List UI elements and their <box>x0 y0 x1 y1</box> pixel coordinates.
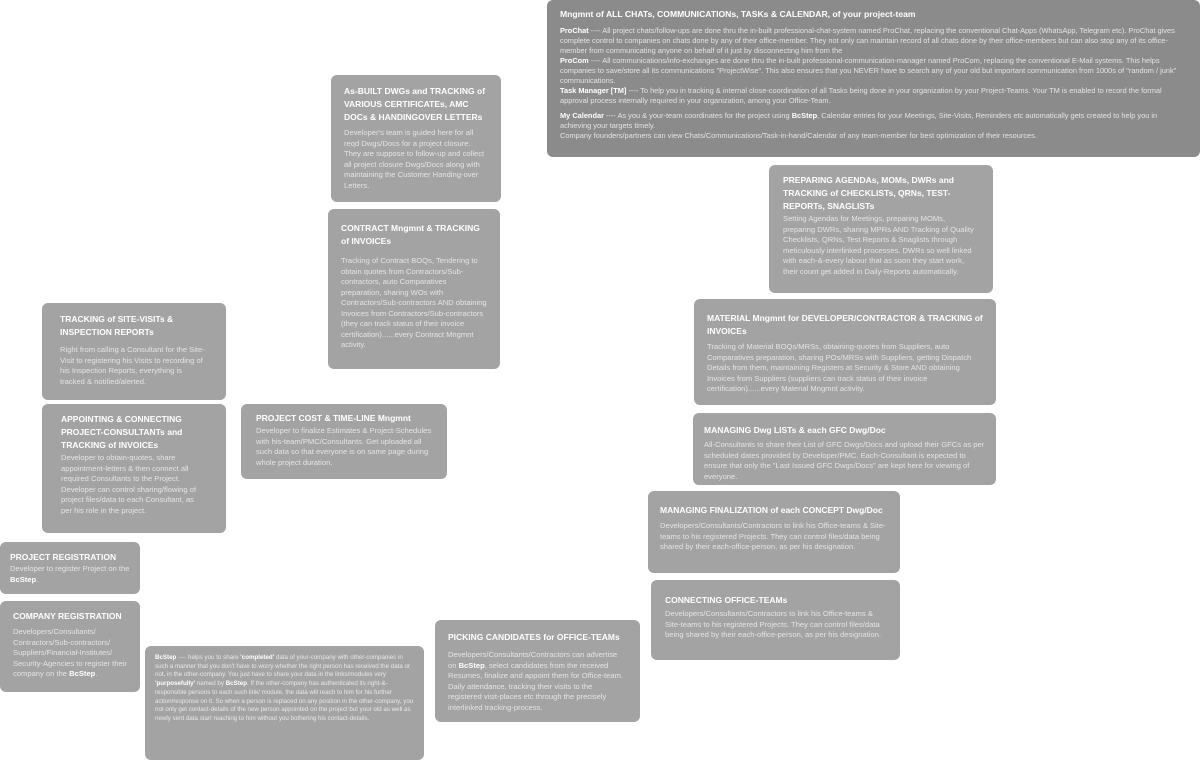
card-title: CONNECTING OFFICE-TEAMs <box>665 595 788 605</box>
procom-label: ProCom <box>560 55 589 65</box>
calendar-label: My Calendar <box>560 110 604 120</box>
task-manager-text: ---- To help you in tracking & internal … <box>560 86 1162 106</box>
card-body: Developer to finalize Estimates & Projec… <box>256 426 432 467</box>
card-site-visits: TRACKING of SITE-VISITs & INSPECTION REP… <box>42 303 226 400</box>
card-body: Developer to register Project on the BcS… <box>10 564 130 585</box>
card-body: BcStep ---- helps you to share 'complete… <box>155 654 414 724</box>
card-body: Developer to obtain-quotes, share appoin… <box>61 453 197 515</box>
card-body: Setting Agendas for Meetings, preparing … <box>783 214 974 276</box>
brand-name: BcStep <box>791 110 818 120</box>
card-project-cost: PROJECT COST & TIME-LINE Mngmnt Develope… <box>241 404 447 479</box>
card-as-built: As-BUILT DWGs and TRACKING of VARIOUS CE… <box>331 75 501 202</box>
card-agendas: PREPARING AGENDAs, MOMs, DWRs and TRACKI… <box>769 165 993 293</box>
card-company-registration: COMPANY REGISTRATION Developers/Consulta… <box>0 601 140 692</box>
card-title: APPOINTING & CONNECTING PROJECT-CONSULTA… <box>61 414 183 450</box>
brand-name: BcStep <box>10 574 37 584</box>
card-office-teams: CONNECTING OFFICE-TEAMs Developers/Consu… <box>651 580 900 660</box>
card-title: PROJECT REGISTRATION <box>10 552 117 562</box>
prochat-label: ProChat <box>560 26 589 35</box>
card-candidates: PICKING CANDIDATES for OFFICE-TEAMs Deve… <box>435 620 640 722</box>
note-emphasis: 'purposefully' <box>155 680 196 688</box>
project-reg-text-b: . <box>36 574 39 584</box>
task-manager-label: Task Manager [TM] <box>560 86 627 96</box>
calendar-text-b: , Calendar entries for your Meetings, Si… <box>560 110 1158 130</box>
note-text: . If the other-company has authenticated… <box>155 680 414 722</box>
card-title: MANAGING FINALIZATION of each CONCEPT Dw… <box>660 505 883 515</box>
card-contract: CONTRACT Mngmnt & TRACKING of INVOICEs T… <box>328 209 500 369</box>
card-body: All-Consultants to share their List of G… <box>704 440 985 481</box>
brand-name: BcStep <box>458 660 485 670</box>
card-body: Tracking of Contract BOQs, Tendering to … <box>341 256 487 349</box>
card-body: ProChat ---- All project chats/follow-up… <box>560 26 1187 141</box>
card-body: Developer's team is guided here for all … <box>344 128 485 190</box>
project-reg-text-a: Developer to register Project on the <box>10 564 130 573</box>
card-dwg-lists: MANAGING Dwg LISTs & each GFC Dwg/Doc Al… <box>693 413 996 485</box>
company-reg-text-a: Developers/Consultants/ Contractors/Sub-… <box>13 627 127 678</box>
card-title: CONTRACT Mngmnt & TRACKING of INVOICEs <box>341 223 480 246</box>
card-material: MATERIAL Mngmnt for DEVELOPER/CONTRACTOR… <box>694 299 996 405</box>
candidates-text-a: Developers/Consultants/Contractors can a… <box>448 650 618 670</box>
card-body: Developers/Consultants/ Contractors/Sub-… <box>13 627 127 680</box>
note-text: ---- helps you to share <box>176 654 241 661</box>
card-project-registration: PROJECT REGISTRATION Developer to regist… <box>0 542 140 594</box>
card-title: TRACKING of SITE-VISITs & INSPECTION REP… <box>60 314 174 337</box>
card-appointing: APPOINTING & CONNECTING PROJECT-CONSULTA… <box>42 404 226 533</box>
card-body: Tracking of Material BOQs/MRSs, obtainin… <box>707 342 972 393</box>
card-title: MATERIAL Mngmnt for DEVELOPER/CONTRACTOR… <box>707 313 983 336</box>
note-emphasis: 'completed' <box>240 654 275 661</box>
founders-text: Company founders/partners can view Chats… <box>560 131 1037 141</box>
note-text: data of your-company with other-companie… <box>155 654 411 679</box>
note-text: named by <box>195 680 226 688</box>
card-body: Developers/Consultants/Contractors to li… <box>660 521 886 551</box>
calendar-text-a: ---- As you & your-team coordinates for … <box>603 110 792 120</box>
company-reg-text-b: . <box>95 669 98 678</box>
prochat-text: ---- All project chats/follow-ups are do… <box>560 26 1175 56</box>
card-title: PROJECT COST & TIME-LINE Mngmnt <box>256 413 411 423</box>
card-mgmt-all: Mngmnt of ALL CHATs, COMMUNICATIONs, TAS… <box>547 0 1200 157</box>
card-body: Developers/Consultants/Contractors to li… <box>665 609 881 639</box>
card-concept: MANAGING FINALIZATION of each CONCEPT Dw… <box>648 491 900 573</box>
brand-name: BcStep <box>155 654 177 661</box>
card-title: PICKING CANDIDATES for OFFICE-TEAMs <box>448 632 620 642</box>
card-bcstep-note: BcStep ---- helps you to share 'complete… <box>145 646 424 760</box>
card-title: PREPARING AGENDAs, MOMs, DWRs and TRACKI… <box>783 175 954 211</box>
card-title: Mngmnt of ALL CHATs, COMMUNICATIONs, TAS… <box>560 9 916 19</box>
card-title: MANAGING Dwg LISTs & each GFC Dwg/Doc <box>704 425 886 435</box>
brand-name: BcStep <box>225 680 248 688</box>
card-title: As-BUILT DWGs and TRACKING of VARIOUS CE… <box>344 86 486 122</box>
procom-text: ---- All communications/info-exchanges a… <box>560 55 1177 86</box>
candidates-text-b: , select candidates from the received Re… <box>448 660 624 712</box>
card-body: Right from calling a Consultant for the … <box>60 345 205 386</box>
card-body: Developers/Consultants/Contractors can a… <box>448 650 627 713</box>
brand-name: BcStep <box>69 669 96 678</box>
card-title: COMPANY REGISTRATION <box>13 611 122 621</box>
